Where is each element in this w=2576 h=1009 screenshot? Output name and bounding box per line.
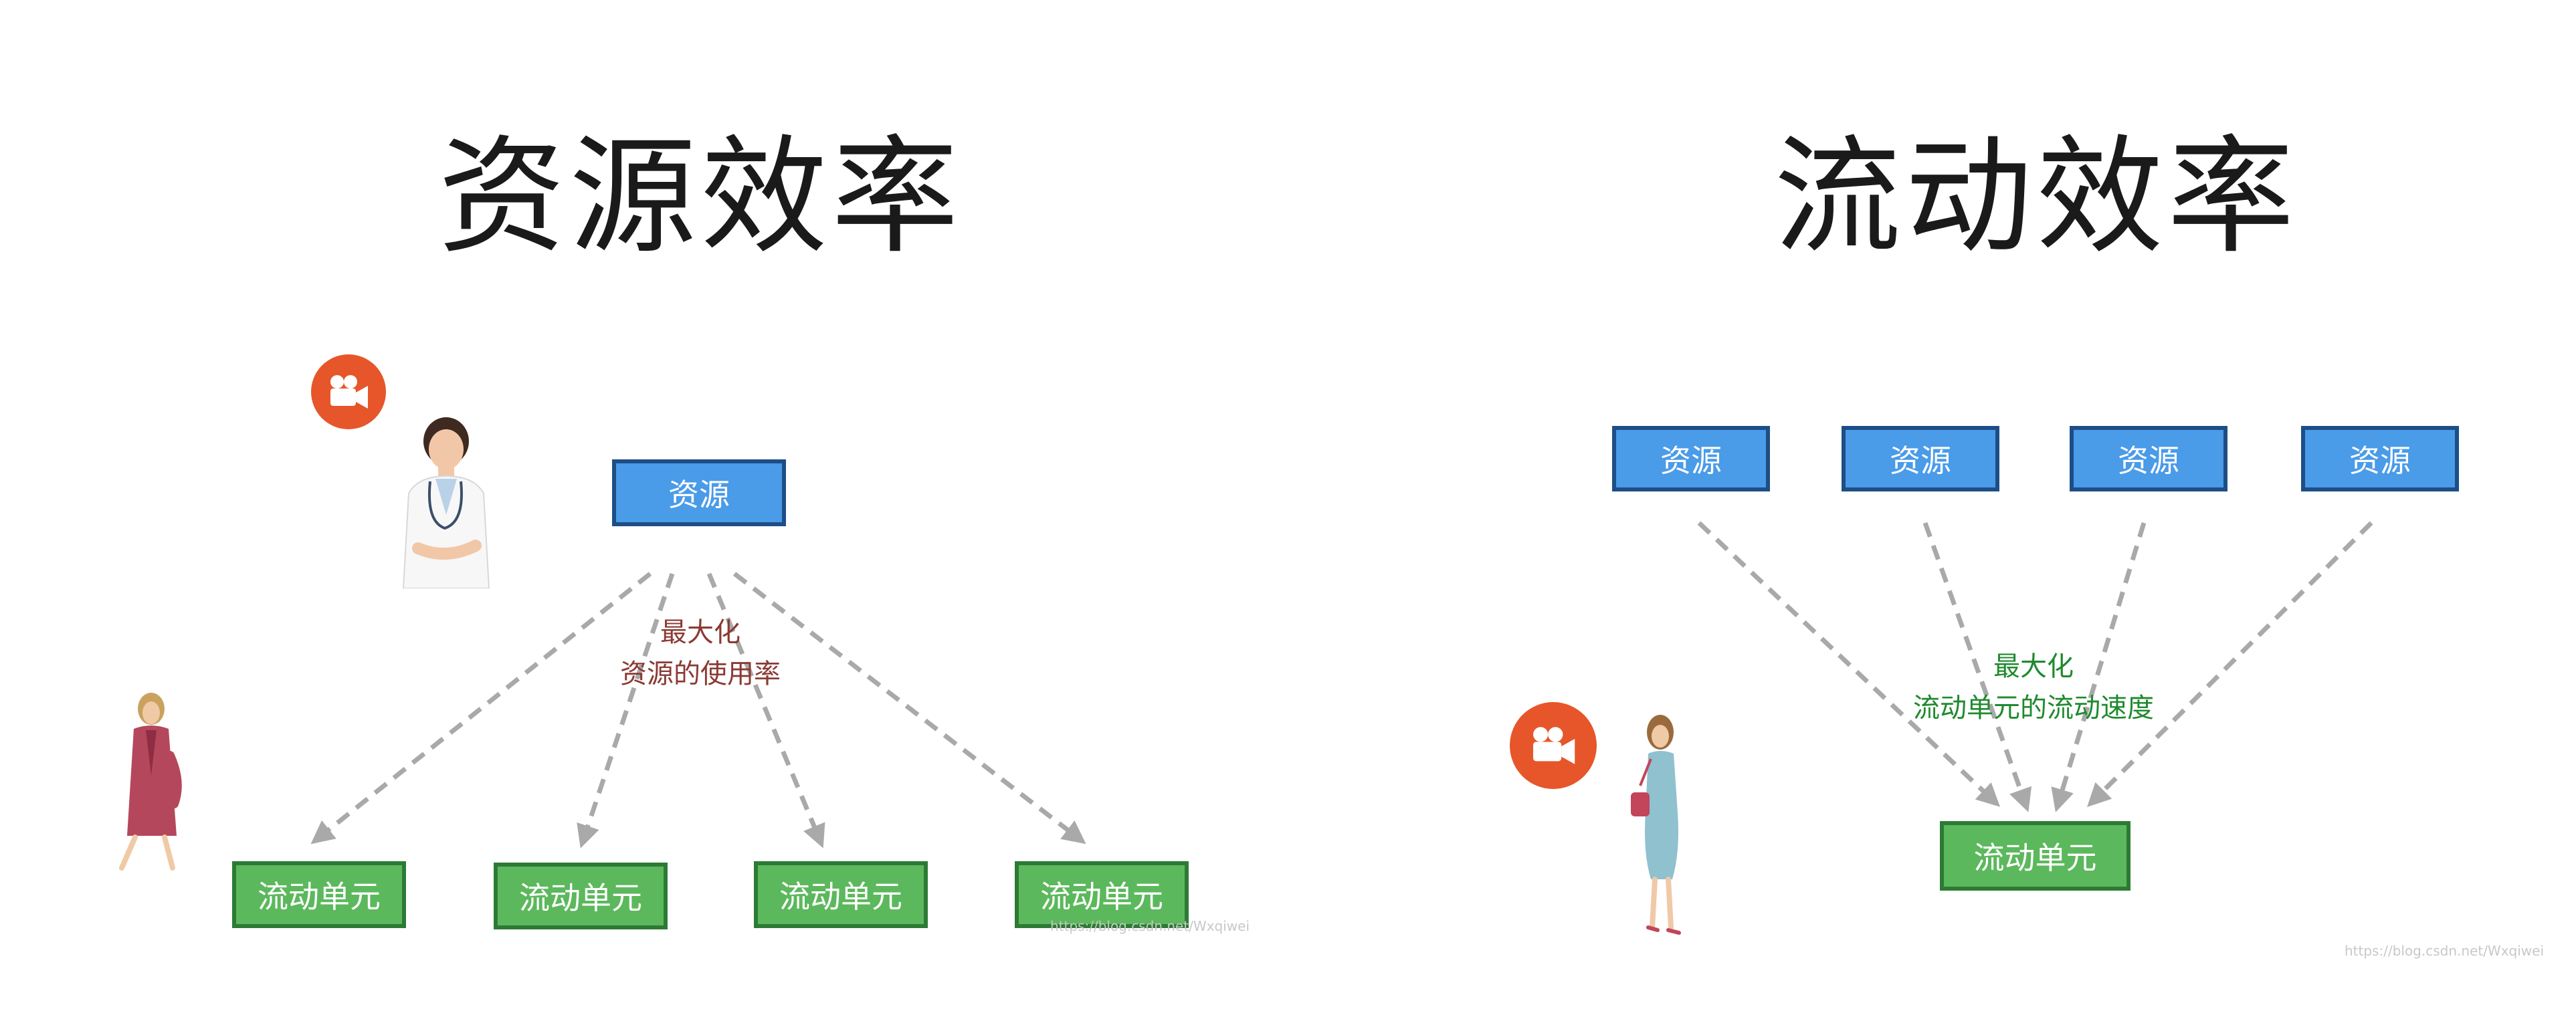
video-camera-icon	[311, 354, 386, 429]
right-annotation-line1: 最大化	[1993, 651, 2074, 682]
left-resource-box: 资源	[612, 459, 786, 526]
flow-unit-label: 流动单元	[519, 880, 642, 916]
video-camera-icon	[1510, 702, 1597, 789]
right-resource-box-3: 资源	[2070, 426, 2227, 491]
left-resource-label: 资源	[668, 477, 730, 513]
right-resource-box-2: 资源	[1842, 426, 1999, 491]
arrow-left-4	[732, 572, 1086, 845]
right-watermark: https://blog.csdn.net/Wxqiwei	[2345, 943, 2545, 959]
arrow-right-3	[2051, 522, 2147, 812]
right-resource-box-1: 资源	[1612, 426, 1770, 491]
left-flow-unit-2: 流动单元	[494, 863, 668, 929]
arrow-right-1	[1697, 521, 2001, 807]
camera-glyph	[1533, 727, 1575, 764]
right-annotation: 最大化 流动单元的流动速度	[1886, 646, 2181, 729]
flow-unit-label: 流动单元	[258, 879, 381, 915]
arrow-right-2	[1922, 522, 2032, 812]
arrow-left-3	[706, 572, 825, 849]
woman-in-robe-figure	[119, 693, 182, 871]
left-annotation-line2: 资源的使用率	[620, 659, 781, 689]
right-resource-label: 资源	[2118, 443, 2179, 479]
left-flow-unit-1: 流动单元	[232, 861, 406, 928]
doctor-figure	[402, 417, 490, 588]
left-annotation-line1: 最大化	[660, 617, 740, 648]
right-resource-label: 资源	[1660, 443, 1722, 479]
right-title: 流动效率	[1774, 123, 2299, 271]
right-resource-label: 资源	[2349, 443, 2411, 479]
woman-in-dress-figure	[1631, 715, 1681, 935]
flow-unit-label: 流动单元	[779, 879, 902, 915]
flow-unit-label: 流动单元	[1973, 840, 2097, 876]
left-annotation: 最大化 资源的使用率	[610, 612, 791, 695]
arrow-left-1	[310, 572, 652, 845]
camera-glyph	[330, 375, 368, 409]
flow-unit-label: 流动单元	[1040, 879, 1163, 915]
right-resource-label: 资源	[1890, 443, 1951, 479]
right-resource-box-4: 资源	[2301, 426, 2459, 491]
left-flow-unit-4: 流动单元	[1015, 861, 1189, 928]
left-flow-unit-3: 流动单元	[754, 861, 928, 928]
left-title: 资源效率	[438, 123, 963, 271]
right-flow-unit: 流动单元	[1940, 821, 2131, 891]
right-annotation-line2: 流动单元的流动速度	[1913, 693, 2154, 723]
left-watermark: https://blog.csdn.net/Wxqiwei	[1050, 918, 1250, 934]
arrow-right-4	[2087, 521, 2373, 807]
